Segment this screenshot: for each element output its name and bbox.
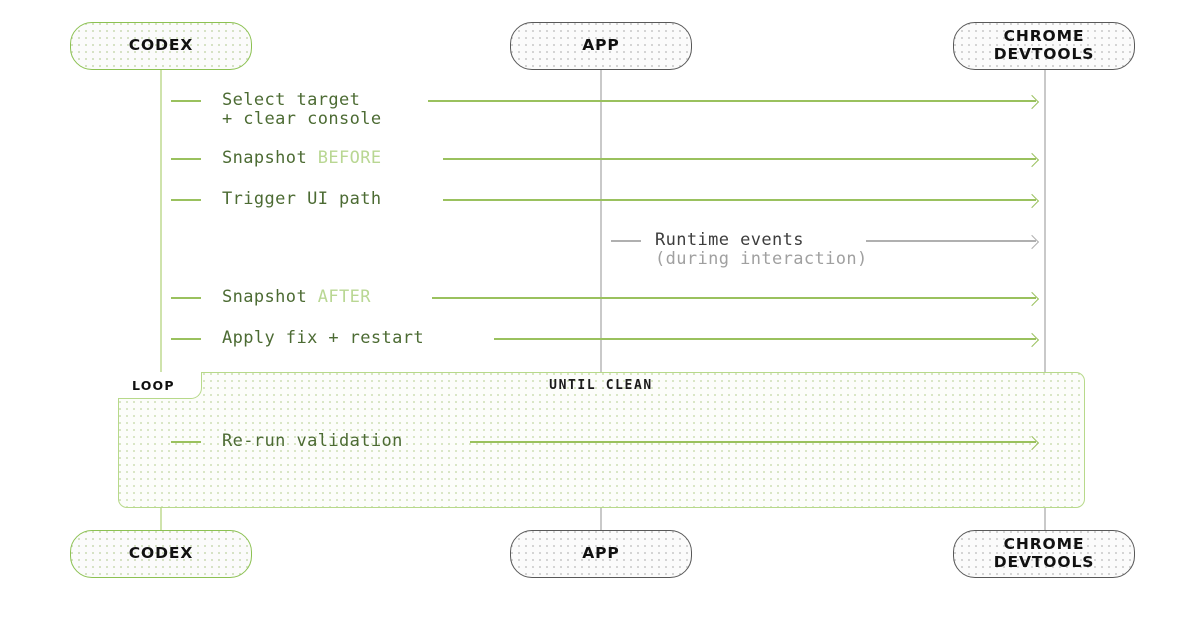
message-snapshot-before-dash	[171, 158, 201, 160]
lifeline-app	[600, 70, 602, 530]
actor-footer-codex-label: CODEX	[128, 544, 194, 563]
message-snapshot-before-arrowhead-icon	[1024, 152, 1040, 167]
loop-fragment	[118, 372, 1085, 508]
message-select-target-label: Select target + clear console	[222, 91, 382, 129]
message-runtime-events-dash	[611, 240, 641, 242]
message-snapshot-before-line	[443, 158, 1036, 160]
actor-header-chrome-devtools[interactable]: CHROME DEVTOOLS	[953, 22, 1135, 70]
actor-footer-app-label: APP	[582, 544, 620, 563]
message-snapshot-before-label: Snapshot BEFORE	[222, 149, 382, 168]
lifeline-codex	[160, 70, 162, 530]
actor-footer-chrome-devtools-label-line1: CHROME	[1003, 535, 1085, 554]
message-snapshot-before-accent: BEFORE	[317, 148, 382, 168]
message-trigger-ui-path-dash	[171, 199, 201, 201]
message-apply-fix-restart-dash	[171, 338, 201, 340]
message-runtime-events-arrowhead-icon	[1024, 234, 1040, 249]
message-runtime-events-label: Runtime events (during interaction)	[655, 231, 868, 269]
loop-fragment-tab: LOOP	[118, 372, 202, 399]
message-runtime-events-line	[866, 240, 1036, 242]
actor-footer-app[interactable]: APP	[510, 530, 692, 578]
message-re-run-validation-dash	[171, 441, 201, 443]
actor-header-chrome-devtools-label-line1: CHROME	[1003, 27, 1085, 46]
message-apply-fix-restart-line	[494, 338, 1036, 340]
actor-header-chrome-devtools-label-line2: DEVTOOLS	[993, 45, 1095, 63]
message-trigger-ui-path-arrowhead-icon	[1024, 193, 1040, 208]
message-trigger-ui-path-text: Trigger UI path	[222, 189, 382, 209]
actor-header-codex-label: CODEX	[128, 36, 194, 55]
message-select-target-text-line2: + clear console	[222, 109, 382, 129]
lifeline-chrome-devtools	[1044, 70, 1046, 530]
message-re-run-validation-text: Re-run validation	[222, 431, 403, 451]
message-apply-fix-restart-label: Apply fix + restart	[222, 329, 424, 348]
message-snapshot-after-line	[432, 297, 1036, 299]
message-snapshot-after-dash	[171, 297, 201, 299]
message-select-target-dash	[171, 100, 201, 102]
message-re-run-validation-label: Re-run validation	[222, 432, 403, 451]
message-apply-fix-restart-text: Apply fix + restart	[222, 328, 425, 348]
message-snapshot-after-label: Snapshot AFTER	[222, 288, 371, 307]
message-select-target-text-line1: Select target	[222, 90, 361, 110]
message-select-target-arrowhead-icon	[1024, 94, 1040, 109]
loop-fragment-tab-label: LOOP	[132, 377, 175, 393]
message-snapshot-after-text: Snapshot	[222, 287, 308, 307]
actor-footer-chrome-devtools-label-line2: DEVTOOLS	[993, 553, 1095, 571]
message-trigger-ui-path-line	[443, 199, 1036, 201]
loop-fragment-condition: UNTIL CLEAN	[549, 378, 653, 393]
actor-header-app-label: APP	[582, 36, 620, 55]
actor-header-codex[interactable]: CODEX	[70, 22, 252, 70]
message-re-run-validation-line	[470, 441, 1036, 443]
message-trigger-ui-path-label: Trigger UI path	[222, 190, 382, 209]
actor-footer-chrome-devtools[interactable]: CHROME DEVTOOLS	[953, 530, 1135, 578]
actor-footer-codex[interactable]: CODEX	[70, 530, 252, 578]
message-snapshot-after-arrowhead-icon	[1024, 291, 1040, 306]
message-select-target-line	[428, 100, 1036, 102]
message-runtime-events-text-line1: Runtime events	[655, 230, 804, 250]
actor-header-app[interactable]: APP	[510, 22, 692, 70]
message-snapshot-after-accent: AFTER	[317, 287, 371, 307]
message-snapshot-before-text: Snapshot	[222, 148, 308, 168]
message-runtime-events-text-line2: (during interaction)	[655, 249, 868, 269]
message-apply-fix-restart-arrowhead-icon	[1024, 332, 1040, 347]
